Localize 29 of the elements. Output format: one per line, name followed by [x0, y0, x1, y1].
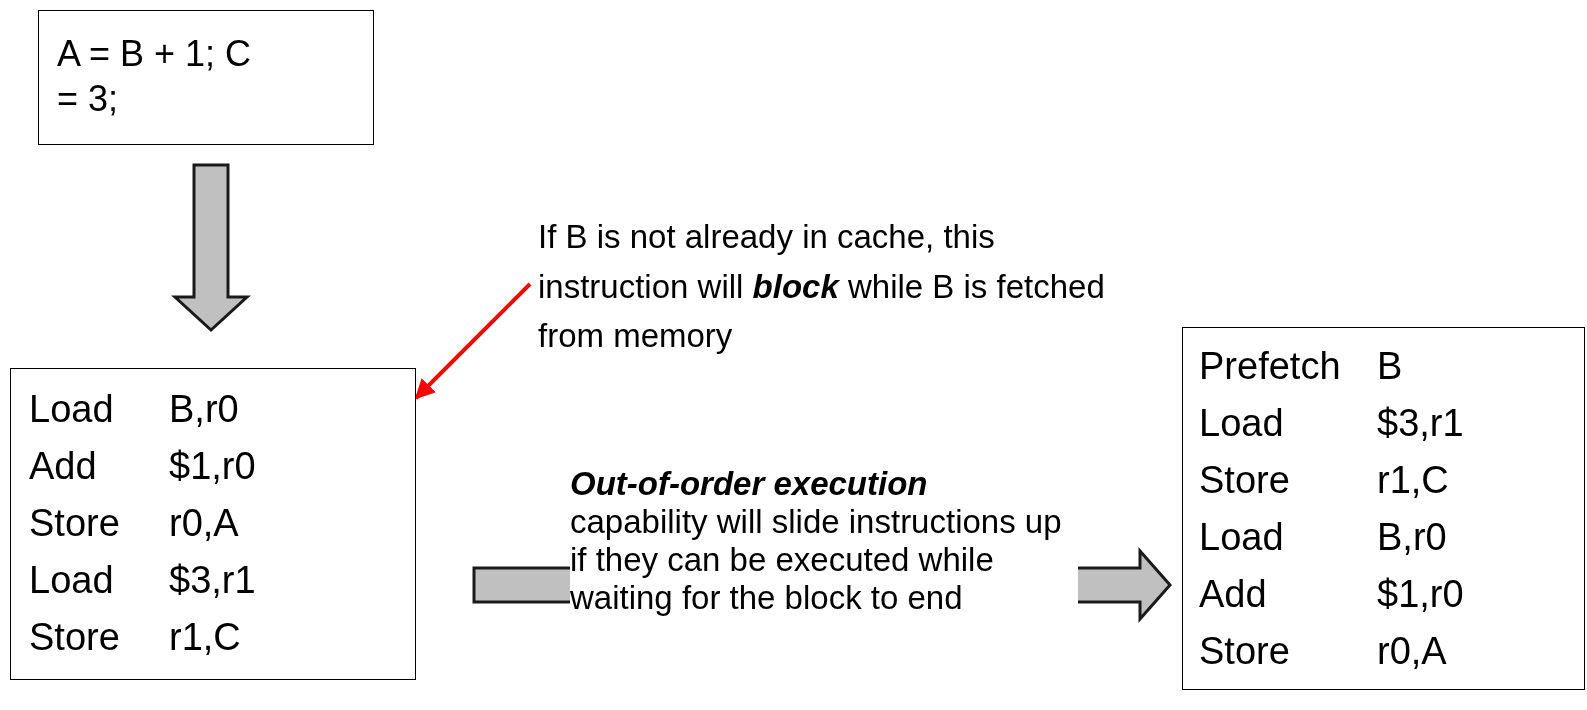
code-box — [1182, 327, 1585, 690]
instruction-operands: $3,r1 — [169, 558, 256, 603]
instruction-mnemonic: Load — [29, 387, 115, 432]
instruction-mnemonic: Load — [29, 558, 115, 603]
instruction-operands: B — [1377, 344, 1403, 389]
instruction-operands: $1,r0 — [169, 444, 256, 489]
code-text: A = B + 1; C = 3; — [57, 32, 253, 121]
instruction-operands: r0,A — [169, 501, 239, 546]
instruction-operands: r0,A — [1377, 629, 1447, 674]
annotation-text: If B is not already in cache, this instruction will block while B is fetched from memory — [538, 217, 1106, 356]
instruction-operands: r1,C — [1377, 458, 1449, 503]
code-box — [10, 368, 416, 680]
instruction-operands: $1,r0 — [1377, 572, 1464, 617]
instruction-mnemonic: Add — [1199, 572, 1268, 617]
instruction-mnemonic: Store — [29, 501, 121, 546]
instruction-mnemonic: Store — [29, 615, 121, 660]
instruction-mnemonic: Add — [29, 444, 98, 489]
block-arrow — [171, 163, 251, 333]
instruction-operands: B,r0 — [169, 387, 239, 432]
leader-arrow — [414, 282, 532, 400]
instruction-operands: r1,C — [169, 615, 241, 660]
instruction-operands: B,r0 — [1377, 515, 1447, 560]
instruction-mnemonic: Prefetch — [1199, 344, 1342, 389]
instruction-mnemonic: Store — [1199, 458, 1291, 503]
instruction-mnemonic: Load — [1199, 515, 1285, 560]
instruction-mnemonic: Load — [1199, 401, 1285, 446]
code-box — [38, 10, 374, 145]
instruction-operands: $3,r1 — [1377, 401, 1464, 446]
instruction-mnemonic: Store — [1199, 629, 1291, 674]
